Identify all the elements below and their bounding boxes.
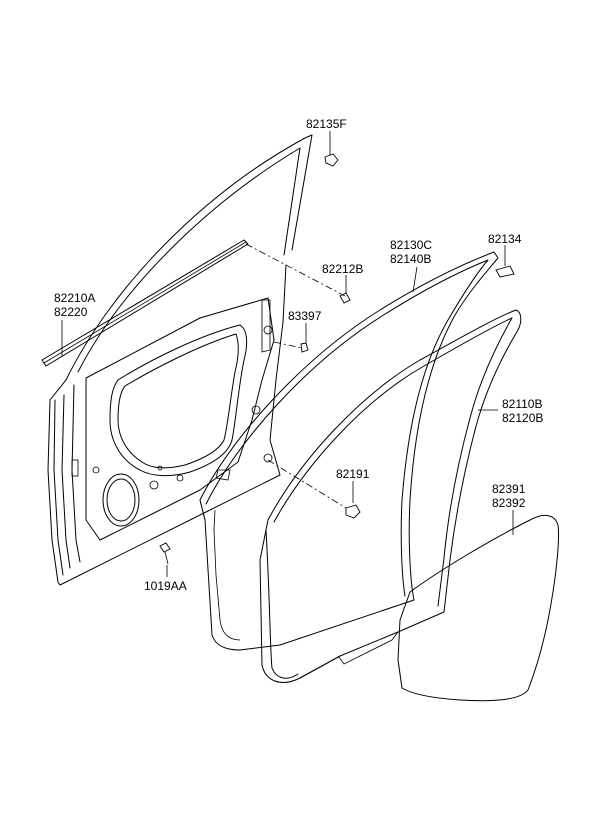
label-82130C: 82130C xyxy=(390,238,432,252)
door-inner-panel xyxy=(47,134,313,586)
label-82220: 82220 xyxy=(54,305,88,319)
door-trim-sheet xyxy=(397,514,559,702)
leader-lines xyxy=(61,131,514,577)
label-83397: 83397 xyxy=(288,309,322,323)
part-labels: 82135F 82130C 82140B 82134 82212B 82210A… xyxy=(54,117,543,593)
label-82191: 82191 xyxy=(336,467,370,481)
door-frame-seal xyxy=(199,251,499,651)
label-82392: 82392 xyxy=(492,496,526,510)
label-82391: 82391 xyxy=(492,482,526,496)
dashed-location-lines xyxy=(245,243,347,509)
label-82134: 82134 xyxy=(488,232,522,246)
label-82210A: 82210A xyxy=(54,291,95,305)
label-82120B: 82120B xyxy=(502,411,543,425)
belt-moulding-strip xyxy=(41,239,249,367)
label-82140B: 82140B xyxy=(390,252,431,266)
label-82212B: 82212B xyxy=(322,262,363,276)
label-82135F: 82135F xyxy=(306,117,347,131)
label-82110B: 82110B xyxy=(502,397,542,411)
label-1019AA: 1019AA xyxy=(144,579,187,593)
small-parts xyxy=(159,153,515,565)
door-weatherstrip xyxy=(259,309,522,683)
